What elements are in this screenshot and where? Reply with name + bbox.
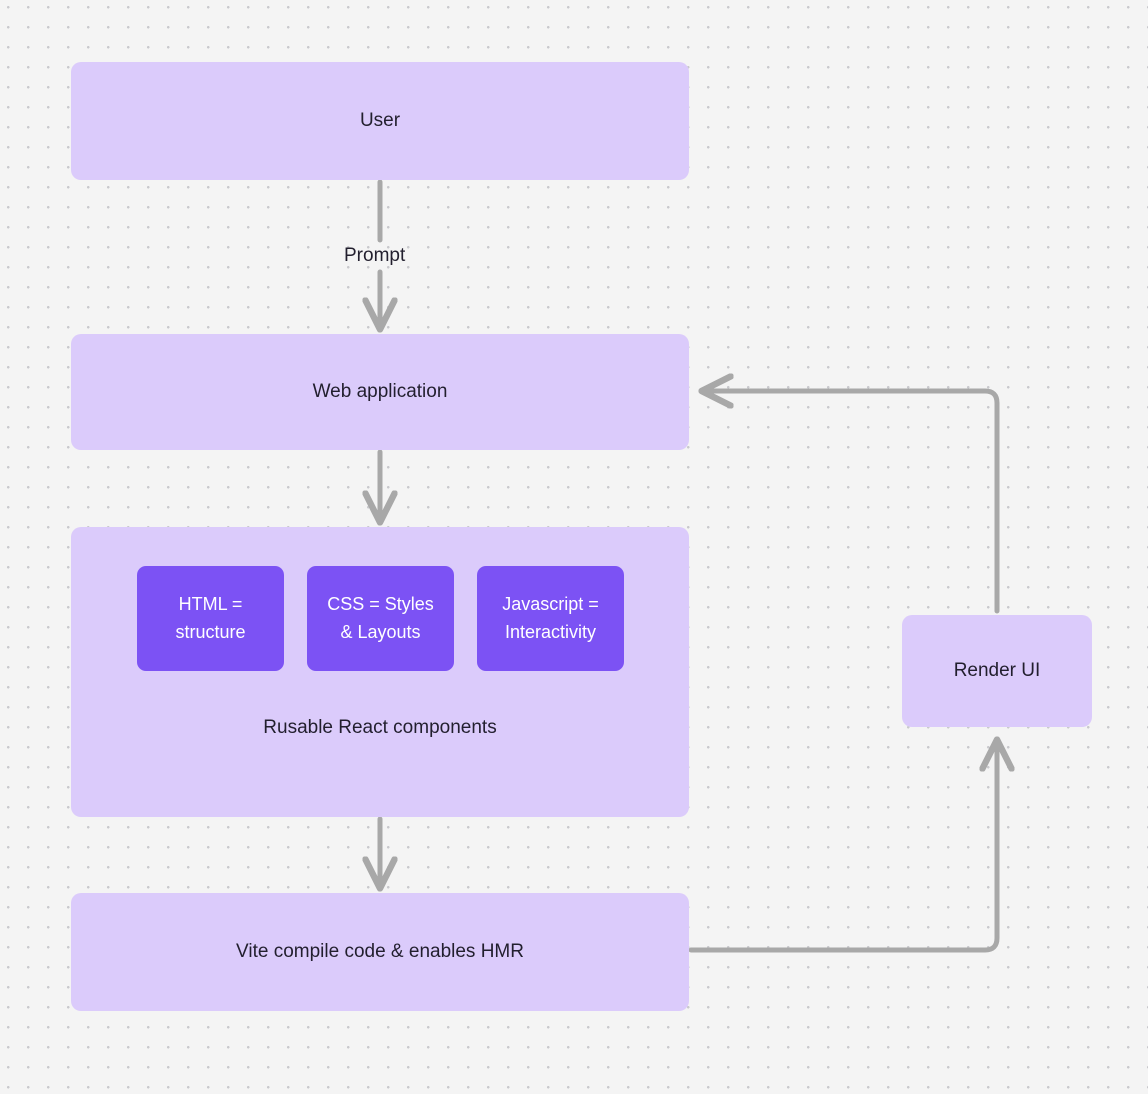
edge-label-prompt: Prompt	[344, 245, 406, 266]
node-html-label-line2: structure	[175, 621, 246, 642]
node-user[interactable]: User	[71, 62, 689, 180]
node-component-group[interactable]: HTML = structure CSS = Styles & Layouts …	[71, 527, 689, 817]
node-component-group-caption: Rusable React components	[263, 717, 497, 738]
node-html-label: HTML = structure	[175, 591, 245, 647]
node-html[interactable]: HTML = structure	[137, 566, 284, 671]
node-render-ui-label: Render UI	[953, 660, 1041, 682]
node-javascript-label-line1: Javascript =	[502, 593, 599, 614]
edge-render-to-webapp	[703, 391, 1000, 614]
node-css[interactable]: CSS = Styles & Layouts	[307, 566, 454, 671]
node-javascript[interactable]: Javascript = Interactivity	[477, 566, 624, 671]
node-javascript-label: Javascript = Interactivity	[502, 591, 599, 647]
node-css-label: CSS = Styles & Layouts	[327, 591, 434, 647]
node-vite-label: Vite compile code & enables HMR	[236, 941, 524, 963]
node-web-application-label: Web application	[312, 381, 448, 403]
node-vite[interactable]: Vite compile code & enables HMR	[71, 893, 689, 1011]
node-css-label-line1: CSS = Styles	[327, 593, 434, 614]
node-web-application[interactable]: Web application	[71, 334, 689, 450]
node-render-ui[interactable]: Render UI	[902, 615, 1092, 727]
node-user-label: User	[359, 110, 401, 132]
node-html-label-line1: HTML =	[178, 593, 243, 614]
node-javascript-label-line2: Interactivity	[504, 621, 596, 642]
node-css-label-line2: & Layouts	[340, 621, 421, 642]
edge-vite-to-render	[688, 741, 997, 953]
